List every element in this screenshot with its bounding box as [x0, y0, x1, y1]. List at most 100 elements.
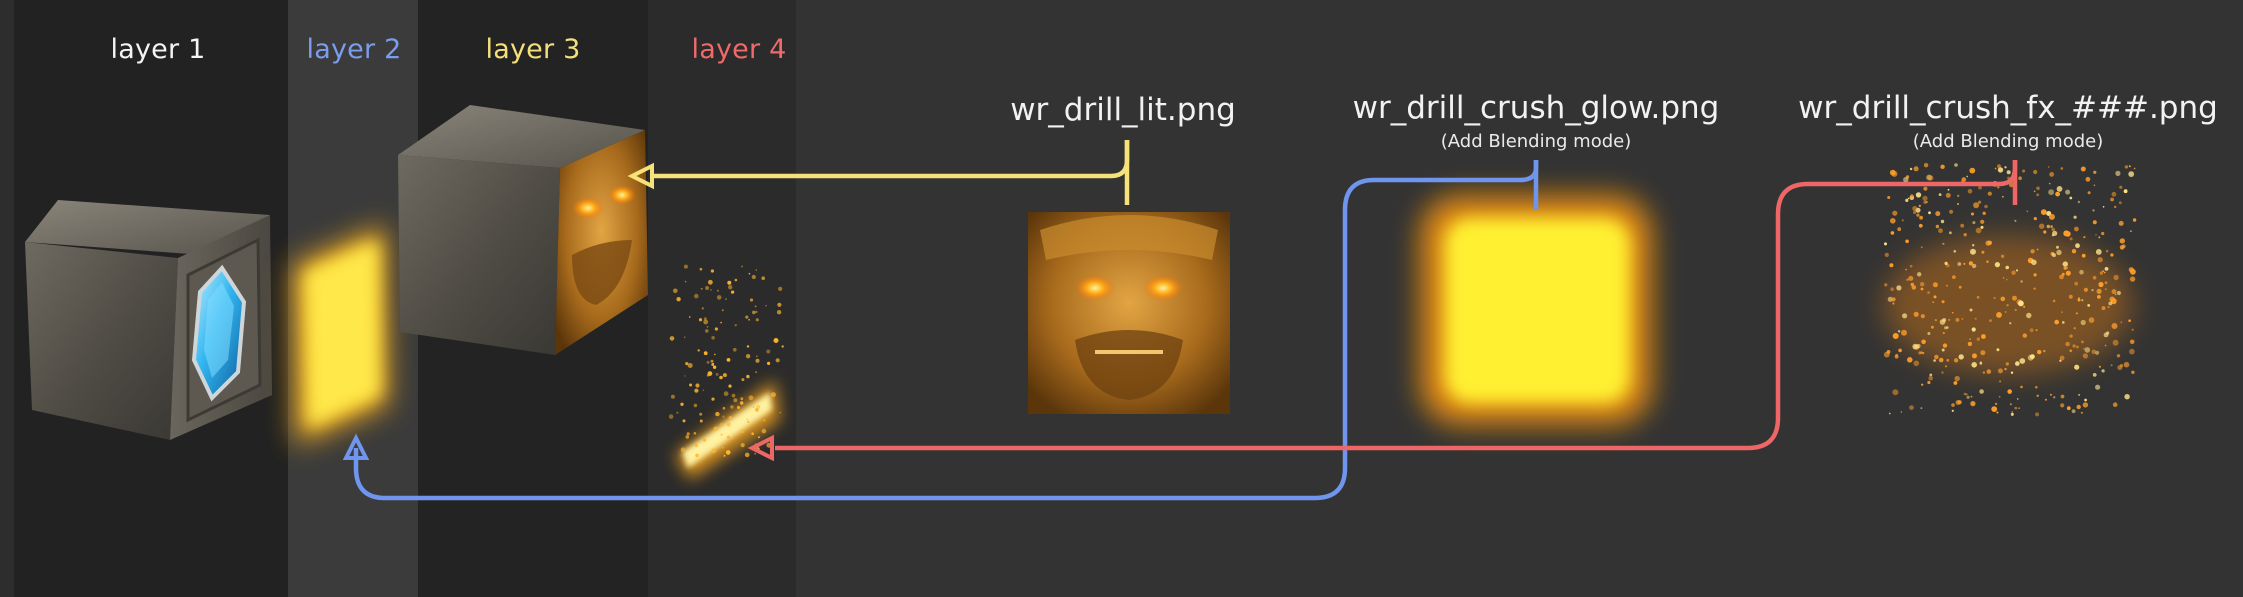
spark — [1971, 362, 1977, 368]
spark — [746, 374, 750, 379]
spark — [2074, 364, 2080, 370]
spark — [1980, 219, 1985, 224]
spark — [2069, 334, 2073, 338]
spark — [2080, 411, 2083, 414]
spark — [2002, 196, 2004, 198]
spark — [1898, 348, 1902, 353]
spark — [2095, 234, 2097, 236]
spark — [1913, 311, 1919, 317]
spark — [2043, 230, 2047, 234]
spark — [1976, 295, 1980, 299]
spark — [2104, 281, 2108, 285]
spark — [1919, 215, 1923, 220]
spark — [1998, 395, 2001, 398]
spark — [1987, 240, 1993, 245]
spark — [2082, 353, 2088, 359]
spark — [2020, 385, 2023, 389]
spark — [2060, 394, 2065, 399]
spark — [2111, 323, 2118, 329]
spark — [1938, 228, 1943, 234]
spark — [726, 435, 731, 440]
spark — [1951, 409, 1954, 412]
spark — [1968, 261, 1973, 266]
spark — [2065, 189, 2071, 195]
spark — [2056, 249, 2062, 256]
spark — [2071, 249, 2077, 254]
spark — [2022, 333, 2028, 338]
spark — [1973, 202, 1980, 209]
spark — [1927, 332, 1931, 335]
spark — [1969, 308, 1973, 312]
spark — [2110, 364, 2113, 367]
spark — [2116, 290, 2121, 296]
spark — [2052, 299, 2056, 303]
spark — [705, 329, 709, 333]
spark — [2061, 311, 2063, 314]
spark — [1978, 185, 1982, 190]
spark — [2062, 261, 2068, 267]
spark — [1935, 211, 1941, 217]
spark — [1909, 405, 1914, 410]
spark — [1971, 327, 1976, 332]
spark — [1933, 359, 1936, 362]
spark — [1921, 339, 1926, 345]
spark — [2052, 253, 2056, 258]
spark — [2059, 355, 2065, 361]
spark — [711, 448, 717, 454]
spark — [2039, 223, 2045, 229]
spark — [687, 363, 693, 368]
spark — [2092, 220, 2097, 225]
spark — [1944, 365, 1948, 368]
spark — [2080, 319, 2086, 326]
spark — [2129, 339, 2135, 345]
spark — [1957, 194, 1960, 197]
spark — [726, 422, 731, 427]
spark — [2128, 267, 2134, 273]
spark — [1909, 167, 1913, 171]
spark — [757, 436, 760, 439]
spark — [2050, 225, 2053, 228]
spark — [730, 405, 734, 409]
spark — [731, 393, 736, 398]
spark — [1998, 368, 2003, 374]
spark — [1928, 211, 1931, 215]
spark — [2020, 280, 2023, 283]
spark — [740, 429, 745, 434]
spark — [2081, 340, 2084, 344]
spark — [1884, 283, 1888, 287]
glow-plane — [293, 225, 388, 445]
spark — [2056, 245, 2059, 249]
spark — [1900, 411, 1903, 413]
spark — [2129, 276, 2136, 282]
spark — [668, 414, 674, 419]
spark — [1928, 375, 1933, 381]
spark — [751, 432, 754, 436]
spark — [1981, 250, 1985, 254]
spark — [1942, 331, 1945, 335]
spark — [2128, 165, 2131, 168]
spark — [701, 307, 704, 310]
spark — [1902, 313, 1908, 319]
spark — [2035, 329, 2038, 332]
spark — [714, 353, 716, 356]
spark — [683, 336, 686, 339]
spark — [688, 316, 691, 318]
spark — [2033, 287, 2036, 290]
spark — [2002, 277, 2005, 279]
spark — [1999, 380, 2002, 383]
spark — [1932, 282, 1938, 288]
spark — [1923, 163, 1929, 168]
spark — [2093, 184, 2096, 187]
spark — [1896, 285, 1902, 291]
spark — [726, 358, 731, 362]
spark — [2133, 167, 2136, 170]
spark — [1920, 407, 1923, 410]
spark — [2065, 341, 2070, 347]
spark — [763, 419, 766, 422]
spark — [1972, 353, 1977, 359]
spark — [775, 358, 780, 363]
spark — [720, 433, 723, 436]
spark — [2104, 288, 2107, 290]
spark — [2092, 373, 2097, 377]
spark — [755, 318, 759, 322]
